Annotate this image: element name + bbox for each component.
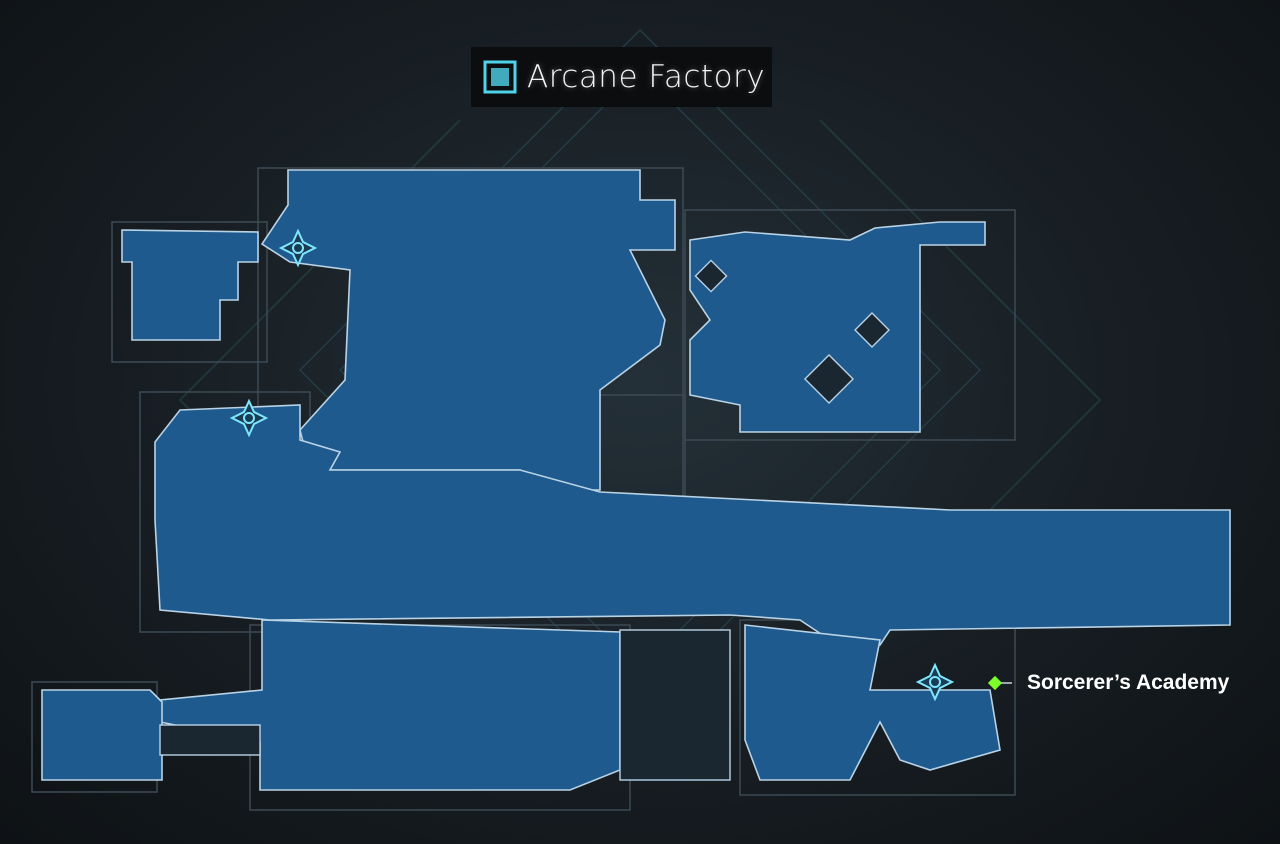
room-southeast [744, 624, 1001, 781]
room-far-west [41, 689, 163, 781]
save-point-west[interactable] [229, 398, 269, 438]
area-emblem-icon [483, 60, 517, 94]
area-title-banner: Arcane Factory [471, 47, 772, 107]
room-south-hall [159, 619, 621, 791]
destination-label: Sorcerer’s Academy [1027, 671, 1230, 694]
room-central-hall [260, 169, 676, 491]
room-west-wing [154, 404, 1231, 646]
destination-marker-icon[interactable] [987, 675, 1012, 691]
save-point-east[interactable] [915, 662, 955, 702]
room-northwest [121, 229, 259, 341]
room-diamond-chamber [689, 221, 986, 433]
map-rooms [41, 169, 1231, 791]
save-point-north[interactable] [278, 228, 318, 268]
area-title: Arcane Factory [527, 59, 766, 95]
